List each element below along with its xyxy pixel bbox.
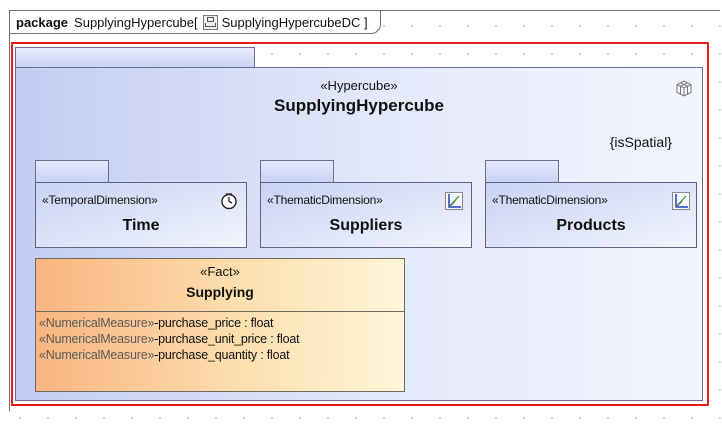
frame-diagram-name: SupplyingHypercubeDC (221, 14, 361, 30)
hypercube-icon (676, 80, 692, 97)
frame-header[interactable]: package SupplyingHypercube [ SupplyingHy… (9, 10, 381, 34)
fact-supplying[interactable]: «Fact» Supplying «NumericalMeasure»-purc… (35, 258, 405, 392)
package-stereotype: «Hypercube» (320, 78, 398, 93)
frame-bracket-open: [ (194, 14, 198, 30)
package-name: SupplyingHypercube (273, 96, 445, 115)
class-diagram-icon (202, 14, 218, 30)
attribute-stereotype: «NumericalMeasure» (39, 332, 155, 346)
dimension-stereotype: «ThematicDimension» (492, 193, 608, 207)
fact-attribute[interactable]: «NumericalMeasure»-purchase_unit_price :… (39, 331, 300, 347)
dimension-body: «TemporalDimension» Time (35, 182, 247, 248)
axes-icon (445, 192, 463, 210)
fact-stereotype: «Fact» (200, 264, 240, 279)
fact-attribute[interactable]: «NumericalMeasure»-purchase_quantity : f… (39, 347, 299, 363)
dimension-time[interactable]: «TemporalDimension» Time (35, 160, 247, 248)
dimension-name: Suppliers (329, 217, 403, 234)
package-property: {isSpatial} (609, 134, 672, 150)
dimension-body: «ThematicDimension» Products (485, 182, 697, 248)
frame-keyword: package (16, 14, 69, 30)
fact-compartment-divider (36, 311, 404, 312)
dimension-suppliers[interactable]: «ThematicDimension» Suppliers (260, 160, 472, 248)
dimension-name: Time (122, 217, 160, 234)
selection-highlight (11, 42, 709, 406)
attribute-stereotype: «NumericalMeasure» (39, 316, 155, 330)
clock-icon (221, 193, 237, 210)
dimension-tab (35, 160, 109, 183)
dimension-tab (485, 160, 559, 183)
dimension-products[interactable]: «ThematicDimension» Products (485, 160, 697, 248)
dimension-body: «ThematicDimension» Suppliers (260, 182, 472, 248)
fact-attributes: «NumericalMeasure»-purchase_price : floa… (39, 315, 300, 363)
attribute-text: -purchase_unit_price : float (154, 332, 300, 346)
attribute-text: -purchase_price : float (154, 316, 274, 330)
dimension-stereotype: «TemporalDimension» (42, 193, 158, 207)
dimension-name: Products (556, 217, 626, 234)
package-tab[interactable] (15, 47, 255, 68)
attribute-stereotype: «NumericalMeasure» (39, 348, 155, 362)
dimension-tab (260, 160, 334, 183)
dimension-stereotype: «ThematicDimension» (267, 193, 383, 207)
attribute-text: -purchase_quantity : float (154, 348, 290, 362)
axes-icon (672, 192, 690, 210)
fact-name: Supplying (186, 284, 254, 300)
frame-name: SupplyingHypercube (74, 14, 195, 30)
fact-attribute[interactable]: «NumericalMeasure»-purchase_price : floa… (39, 315, 299, 331)
frame-bracket-close: ] (360, 14, 368, 30)
